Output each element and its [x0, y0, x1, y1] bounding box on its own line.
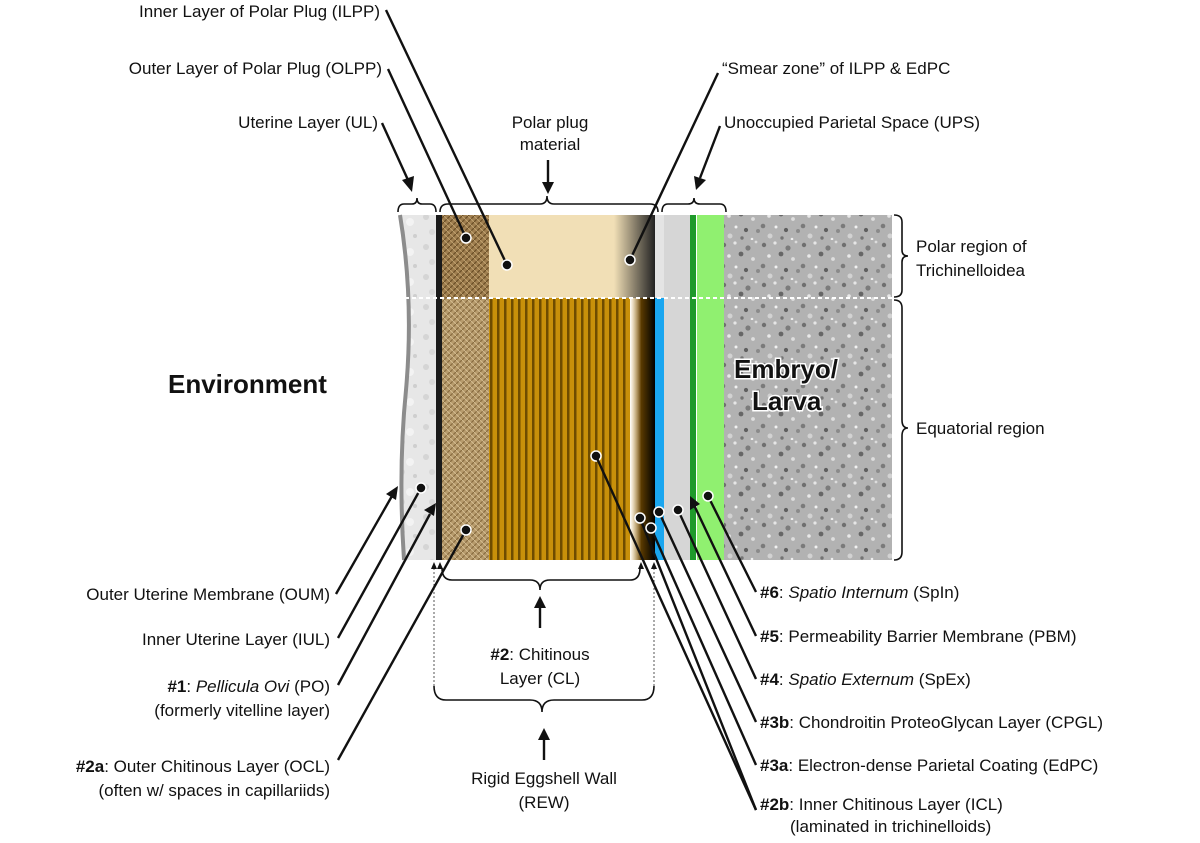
leader-spex	[676, 509, 758, 680]
label-po-2: (formerly vitelline layer)	[154, 701, 330, 720]
leader-pbm	[692, 504, 758, 637]
dot-spin	[702, 490, 714, 502]
leader-edpc	[649, 527, 758, 766]
arrowhead-cl	[534, 596, 546, 608]
polar-plug-brace	[439, 195, 659, 213]
arrowhead-pbm	[690, 496, 700, 510]
chitinous-layer-brace	[441, 567, 641, 591]
label-polar-plug-2: material	[520, 135, 580, 154]
label-spex: #4: Spatio Externum (SpEx)	[760, 670, 971, 689]
label-oum: Outer Uterine Membrane (OUM)	[86, 585, 330, 604]
arrowhead-po	[424, 503, 436, 516]
dot-cpgl	[653, 506, 665, 518]
label-polar-region-1: Polar region of	[916, 237, 1027, 256]
ups-brace	[661, 197, 727, 213]
label-embryo-2: Larva	[752, 386, 822, 416]
label-cpgl: #3b: Chondroitin ProteoGlycan Layer (CPG…	[760, 713, 1103, 732]
leader-olpp	[386, 68, 468, 239]
arrowhead-ups	[694, 176, 706, 190]
label-polar-plug-1: Polar plug	[512, 113, 589, 132]
outer-chitinous-layer-band	[442, 298, 489, 560]
leader-ul	[380, 122, 410, 181]
label-icl-2: (laminated in trichinelloids)	[790, 817, 991, 836]
label-ocl-2: (often w/ spaces in capillariids)	[99, 781, 330, 800]
dot-ocl	[460, 524, 472, 536]
label-ocl: #2a: Outer Chitinous Layer (OCL)	[76, 757, 330, 776]
label-rew-1: Rigid Eggshell Wall	[471, 769, 617, 788]
uterine-layer-brace	[397, 197, 437, 213]
dot-iul	[415, 482, 427, 494]
label-cl: #2: Chitinous	[490, 645, 589, 664]
leader-ocl	[336, 529, 468, 761]
label-olpp: Outer Layer of Polar Plug (OLPP)	[129, 59, 382, 78]
label-ilpp: Inner Layer of Polar Plug (ILPP)	[139, 2, 380, 21]
dot-edpc	[645, 522, 657, 534]
leader-ilpp	[384, 9, 509, 266]
label-iul: Inner Uterine Layer (IUL)	[142, 630, 330, 649]
arrowhead-oum	[386, 486, 398, 500]
label-environment: Environment	[168, 369, 327, 399]
outer-uterine-membrane	[398, 214, 411, 561]
cpgl-band	[655, 298, 664, 560]
dot-smear	[624, 254, 636, 266]
arrowhead-polar-plug	[542, 182, 554, 194]
arrowhead-po2-bottom	[437, 562, 443, 569]
leader-smear	[628, 72, 720, 261]
leader-spin	[706, 495, 758, 593]
rigid-eggshell-wall-brace	[433, 685, 655, 713]
spatio-externum-band	[664, 215, 690, 560]
label-pbm: #5: Permeability Barrier Membrane (PBM)	[760, 627, 1077, 646]
leader-iul	[336, 487, 423, 639]
label-embryo-1: Embryo/	[734, 354, 838, 384]
arrowhead-rew	[538, 728, 550, 740]
leader-cpgl	[657, 511, 758, 723]
outer-polar-plug-band	[442, 215, 489, 298]
polar-region-brace	[893, 214, 909, 298]
arrowhead-ul	[402, 176, 414, 192]
label-po: #1: Pellicula Ovi (PO)	[167, 677, 330, 696]
label-equatorial: Equatorial region	[916, 419, 1045, 438]
leader-po	[336, 513, 432, 686]
permeability-barrier-membrane-band	[690, 215, 696, 560]
leader-oum	[334, 495, 394, 595]
label-icl: #2b: Inner Chitinous Layer (ICL)	[760, 795, 1003, 814]
arrowhead-edpc-bottom	[651, 562, 657, 569]
embryo-larva-region	[724, 215, 892, 560]
dot-icl	[634, 512, 646, 524]
label-ups: Unoccupied Parietal Space (UPS)	[724, 113, 980, 132]
leader-icl-main	[594, 455, 758, 811]
polar-cpgl-band	[655, 215, 664, 298]
arrowhead-icl-bottom	[638, 562, 644, 569]
leader-ups	[698, 125, 722, 179]
arrowhead-po-bottom	[431, 562, 437, 569]
label-polar-region-2: Trichinelloidea	[916, 261, 1026, 280]
label-ul: Uterine Layer (UL)	[238, 113, 378, 132]
label-cl-2: Layer (CL)	[500, 669, 580, 688]
dot-olpp	[460, 232, 472, 244]
label-smear: “Smear zone” of ILPP & EdPC	[722, 59, 950, 78]
dot-ilpp	[501, 259, 513, 271]
label-spin: #6: Spatio Internum (SpIn)	[760, 583, 959, 602]
equatorial-region-brace	[893, 299, 909, 561]
pellicula-ovi-band	[436, 215, 442, 560]
spatio-internum-band	[697, 215, 724, 560]
chitinous-layer-band	[489, 298, 630, 560]
label-edpc: #3a: Electron-dense Parietal Coating (Ed…	[760, 756, 1098, 775]
dot-spex	[672, 504, 684, 516]
leader-icl	[638, 517, 758, 811]
label-rew-2: (REW)	[519, 793, 570, 812]
